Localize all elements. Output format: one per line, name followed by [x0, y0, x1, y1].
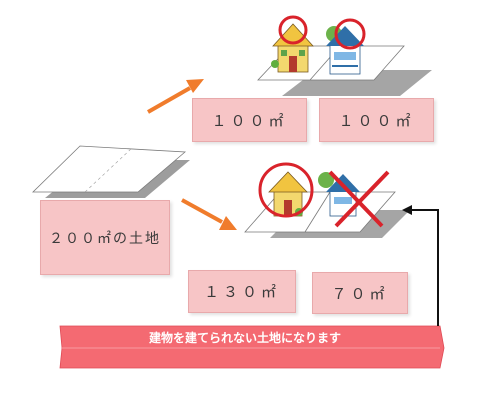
ok-mark-top-right: [334, 18, 366, 50]
arrow-down-right: [181, 198, 237, 230]
plot-70-label: ７０㎡: [312, 272, 408, 314]
arrow-up-right: [147, 79, 204, 114]
banner-text: 建物を建てられない土地になります: [148, 330, 341, 345]
plot-100-right-label: １００㎡: [319, 98, 434, 142]
plot-130-label: １３０㎡: [188, 270, 296, 313]
ok-mark-top-left: [278, 15, 308, 45]
bottom-plots-divider: [304, 191, 331, 233]
house-blue-top-icon: [326, 26, 364, 75]
ok-mark-bottom-left: [258, 162, 314, 218]
plot-100-left-label: １００㎡: [192, 98, 307, 142]
elbow-arrow: [402, 205, 439, 326]
ng-mark-cross: [328, 170, 390, 228]
land-200-plot: [32, 145, 187, 193]
land-200-label: ２００㎡の土地: [40, 200, 170, 275]
land-200-divider: [84, 147, 133, 193]
